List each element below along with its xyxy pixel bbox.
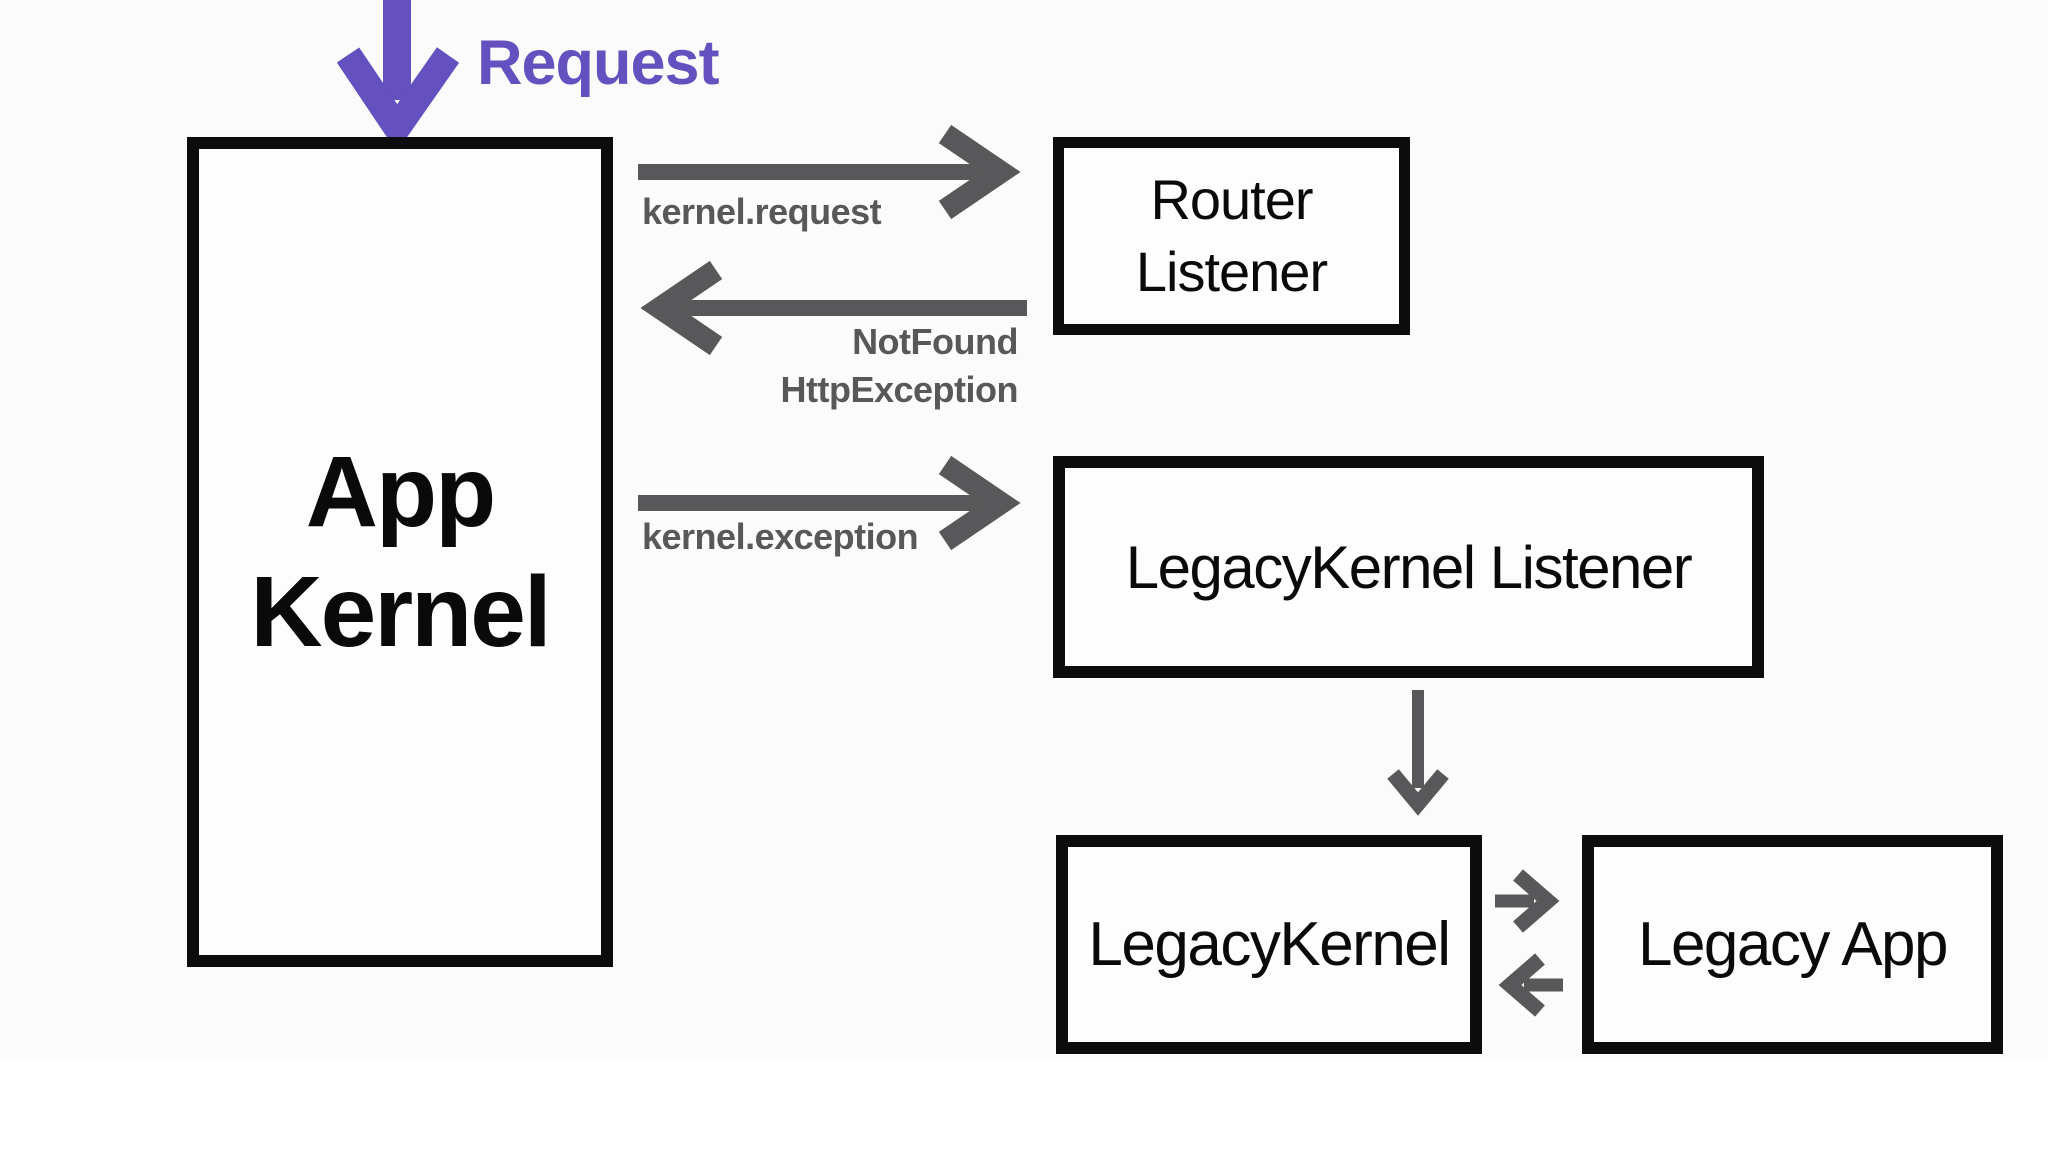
kernel-request-arrow: [638, 124, 1021, 220]
app-kernel-box: App Kernel: [187, 137, 613, 967]
legacykernel-to-legacyapp-arrow: [1495, 869, 1560, 933]
kernel-exception-arrow: [638, 455, 1021, 551]
legacykernel-listener-box: LegacyKernel Listener: [1053, 456, 1764, 678]
notfound-return-arrow: [640, 260, 1027, 356]
router-listener-box: Router Listener: [1053, 137, 1410, 335]
kernel-request-arrow-head: [938, 124, 1021, 220]
listener-to-legacykernel-arrow-head: [1387, 769, 1449, 816]
request-arrow-head: [336, 47, 460, 152]
legacykernel-label: LegacyKernel: [1088, 910, 1451, 979]
router-listener-label: Router Listener: [1135, 167, 1328, 303]
app-kernel-label: App Kernel: [250, 436, 551, 668]
legacykernel-box: LegacyKernel: [1056, 835, 1482, 1054]
legacy-app-label: Legacy App: [1637, 910, 1949, 979]
legacyapp-to-legacykernel-arrow: [1498, 953, 1563, 1017]
legacykernel-to-legacyapp-arrow-head: [1513, 869, 1560, 933]
request-arrow: [336, 0, 460, 152]
notfound-httpexception-label: NotFound HttpException: [780, 321, 1018, 410]
legacyapp-to-legacykernel-arrow-head: [1498, 953, 1545, 1017]
kernel-exception-arrow-head: [938, 455, 1021, 551]
kernel-request-label: kernel.request: [642, 191, 882, 232]
bottom-margin-strip: [0, 1057, 2048, 1152]
legacy-app-box: Legacy App: [1582, 835, 2003, 1054]
listener-to-legacykernel-arrow: [1387, 690, 1449, 816]
kernel-exception-label: kernel.exception: [642, 516, 919, 557]
request-label: Request: [477, 28, 720, 98]
legacykernel-listener-label: LegacyKernel Listener: [1125, 533, 1693, 601]
notfound-return-arrow-head: [640, 260, 723, 356]
